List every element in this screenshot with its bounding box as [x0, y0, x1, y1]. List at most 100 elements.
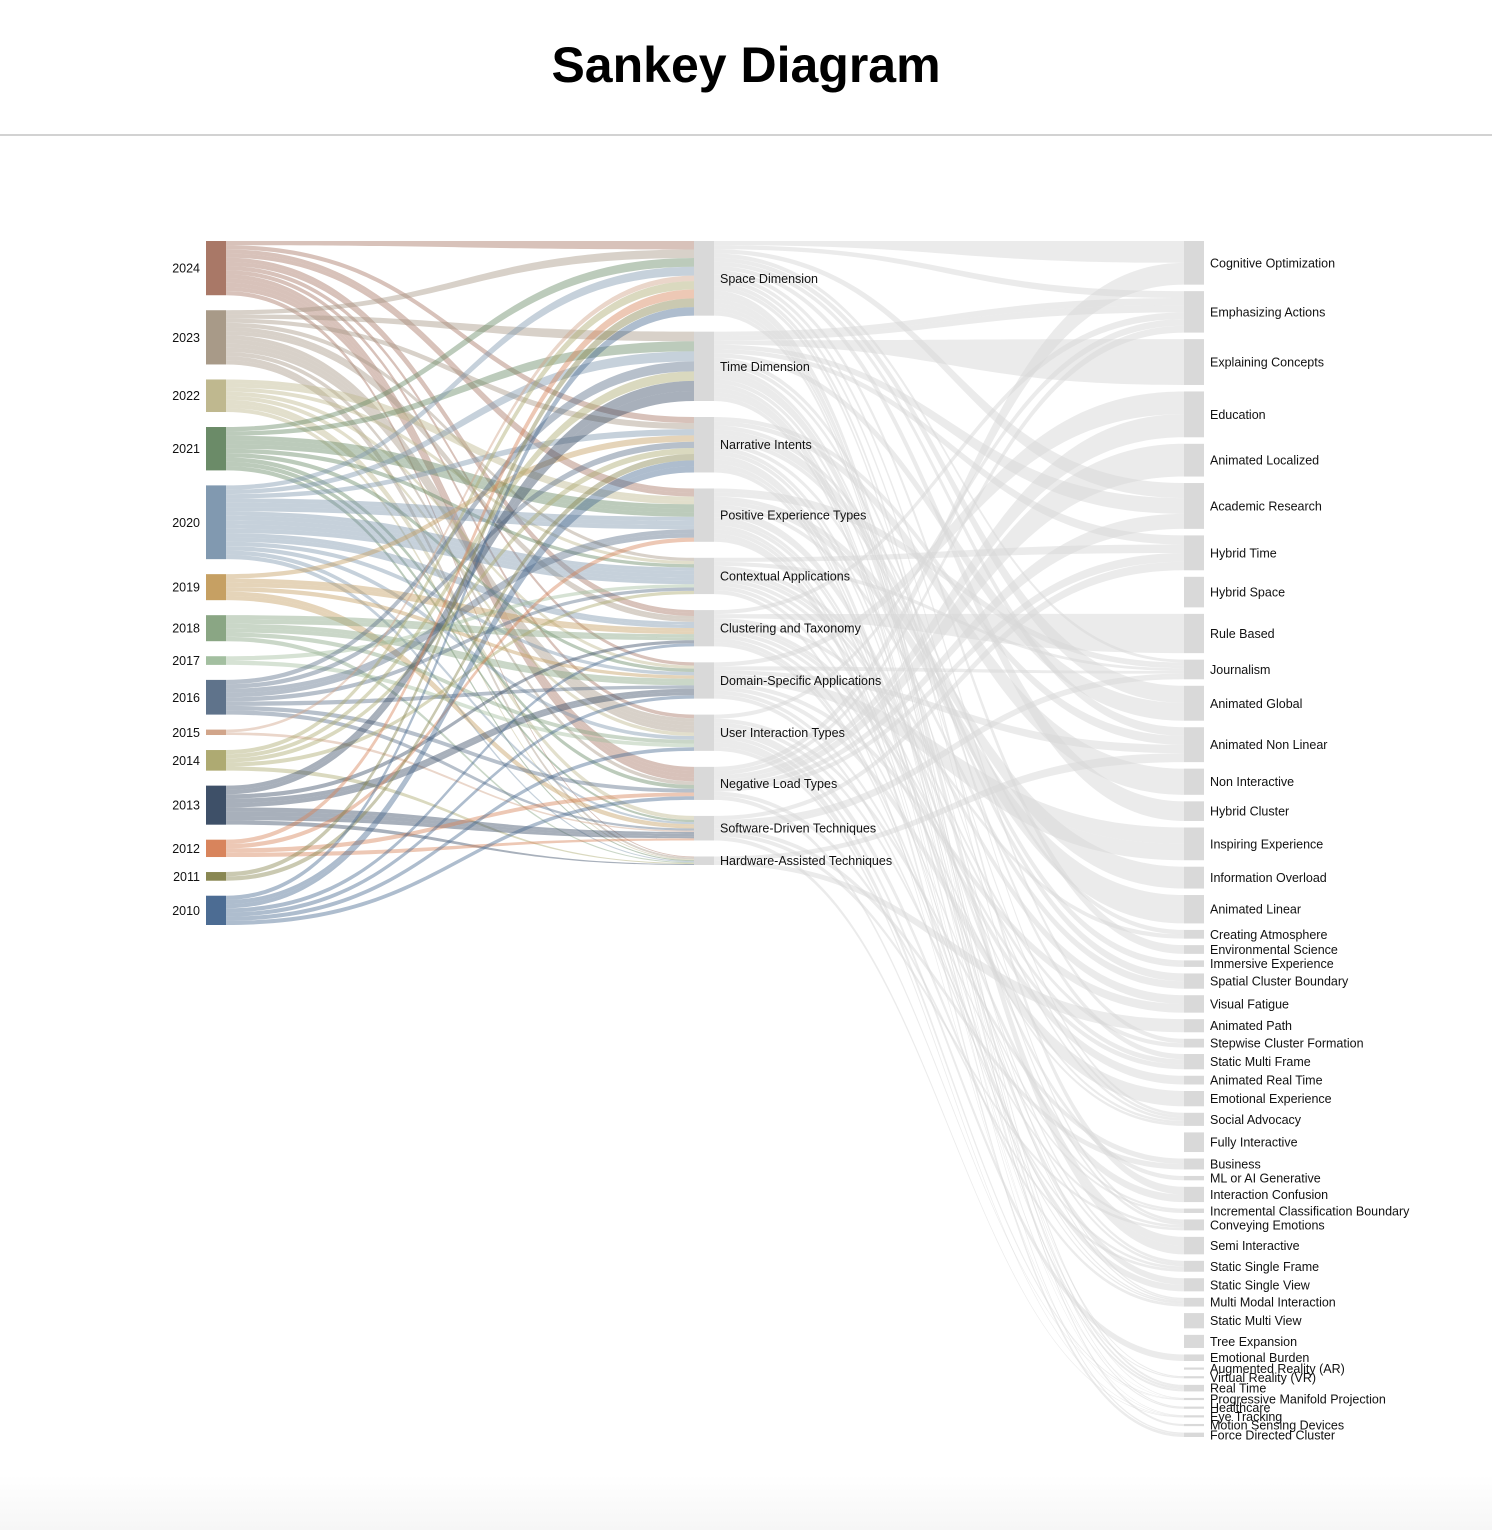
node-narrative-intents[interactable] — [694, 417, 714, 473]
node-negative-load-types[interactable] — [694, 766, 714, 800]
node-animated-non-linear[interactable] — [1184, 727, 1204, 763]
node-explaining-concepts[interactable] — [1184, 339, 1204, 385]
node-education[interactable] — [1184, 391, 1204, 438]
node-animated-linear[interactable] — [1184, 895, 1204, 924]
link-2013-to-software-driven-techniques — [226, 807, 694, 835]
node-social-advocacy[interactable] — [1184, 1112, 1204, 1126]
node-academic-research[interactable] — [1184, 483, 1204, 529]
node-tree-expansion[interactable] — [1184, 1334, 1204, 1348]
node-2024[interactable] — [206, 241, 226, 296]
node-force-directed-cluster[interactable] — [1184, 1432, 1204, 1437]
node-static-multi-frame[interactable] — [1184, 1054, 1204, 1070]
node-2011[interactable] — [206, 872, 226, 881]
node-animated-path[interactable] — [1184, 1019, 1204, 1033]
node-label-2022: 2022 — [172, 389, 200, 403]
node-emotional-experience[interactable] — [1184, 1091, 1204, 1107]
node-information-overload[interactable] — [1184, 866, 1204, 889]
node-eye-tracking[interactable] — [1184, 1415, 1204, 1418]
node-conveying-emotions[interactable] — [1184, 1219, 1204, 1231]
node-virtual-reality-vr[interactable] — [1184, 1376, 1204, 1379]
node-2022[interactable] — [206, 379, 226, 413]
node-hybrid-space[interactable] — [1184, 576, 1204, 608]
node-2015[interactable] — [206, 729, 226, 736]
link-space-dimension-to-animated-non-linear — [714, 261, 1184, 736]
node-2014[interactable] — [206, 750, 226, 771]
node-animated-localized[interactable] — [1184, 443, 1204, 477]
node-multi-modal-interaction[interactable] — [1184, 1297, 1204, 1307]
node-business[interactable] — [1184, 1158, 1204, 1170]
link-2013-to-hardware-assisted-techniques — [226, 820, 694, 865]
node-space-dimension[interactable] — [694, 241, 714, 316]
node-2023[interactable] — [206, 310, 226, 365]
node-emphasizing-actions[interactable] — [1184, 291, 1204, 333]
node-immersive-experience[interactable] — [1184, 960, 1204, 967]
node-ml-or-ai-generative[interactable] — [1184, 1175, 1204, 1181]
node-2019[interactable] — [206, 574, 226, 601]
node-animated-global[interactable] — [1184, 685, 1204, 721]
node-positive-experience-types[interactable] — [694, 488, 714, 542]
node-label-education: Education — [1210, 408, 1266, 422]
node-user-interaction-types[interactable] — [694, 714, 714, 751]
node-software-driven-techniques[interactable] — [694, 815, 714, 841]
node-healthcare[interactable] — [1184, 1406, 1204, 1409]
link-clustering-and-taxonomy-to-animated-real-time — [714, 626, 1184, 1085]
node-label-2019: 2019 — [172, 581, 200, 595]
node-stepwise-cluster-formation[interactable] — [1184, 1038, 1204, 1048]
node-static-single-view[interactable] — [1184, 1278, 1204, 1292]
node-incremental-classification-boundary[interactable] — [1184, 1208, 1204, 1213]
node-augmented-reality-ar[interactable] — [1184, 1367, 1204, 1370]
node-static-multi-view[interactable] — [1184, 1313, 1204, 1329]
link-positive-experience-types-to-spatial-cluster-boundary — [714, 504, 1184, 989]
node-environmental-science[interactable] — [1184, 945, 1204, 954]
node-rule-based[interactable] — [1184, 613, 1204, 654]
link-user-interaction-types-to-emotional-burden — [714, 734, 1184, 1361]
node-2013[interactable] — [206, 785, 226, 825]
link-2024-to-positive-experience-types — [226, 253, 694, 497]
node-real-time[interactable] — [1184, 1384, 1204, 1392]
node-fully-interactive[interactable] — [1184, 1132, 1204, 1153]
node-interaction-confusion[interactable] — [1184, 1186, 1204, 1203]
link-2019-to-narrative-intents — [226, 435, 694, 579]
links-level-2 — [714, 241, 1184, 1437]
node-2017[interactable] — [206, 656, 226, 665]
link-2021-to-hardware-assisted-techniques — [226, 466, 694, 862]
node-label-emphasizing-actions: Emphasizing Actions — [1210, 305, 1325, 319]
node-spatial-cluster-boundary[interactable] — [1184, 973, 1204, 989]
node-label-motion-sensing-devices: Motion Sensing Devices — [1210, 1419, 1344, 1433]
node-time-dimension[interactable] — [694, 331, 714, 401]
node-inspiring-experience[interactable] — [1184, 827, 1204, 861]
node-motion-sensing-devices[interactable] — [1184, 1423, 1204, 1427]
node-2016[interactable] — [206, 679, 226, 715]
node-2018[interactable] — [206, 615, 226, 642]
node-label-rule-based: Rule Based — [1210, 627, 1275, 641]
node-journalism[interactable] — [1184, 659, 1204, 680]
node-2010[interactable] — [206, 895, 226, 925]
node-creating-atmosphere[interactable] — [1184, 929, 1204, 939]
node-non-interactive[interactable] — [1184, 768, 1204, 795]
link-2024-to-hardware-assisted-techniques — [226, 291, 694, 858]
node-contextual-applications[interactable] — [694, 557, 714, 595]
link-2013-to-time-dimension — [226, 380, 694, 790]
node-label-static-multi-view: Static Multi View — [1210, 1314, 1302, 1328]
link-space-dimension-to-animated-global — [714, 257, 1184, 703]
node-2020[interactable] — [206, 485, 226, 560]
link-2020-to-positive-experience-types — [226, 507, 694, 530]
node-hybrid-cluster[interactable] — [1184, 801, 1204, 821]
link-2023-to-negative-load-types — [226, 351, 694, 785]
node-progressive-manifold-projection[interactable] — [1184, 1397, 1204, 1401]
node-semi-interactive[interactable] — [1184, 1236, 1204, 1255]
node-visual-fatigue[interactable] — [1184, 995, 1204, 1013]
node-domain-specific-applications[interactable] — [694, 662, 714, 699]
node-clustering-and-taxonomy[interactable] — [694, 610, 714, 647]
node-2012[interactable] — [206, 839, 226, 858]
node-static-single-frame[interactable] — [1184, 1260, 1204, 1272]
node-animated-real-time[interactable] — [1184, 1075, 1204, 1085]
node-2021[interactable] — [206, 427, 226, 471]
link-2021-to-positive-experience-types — [226, 440, 694, 513]
node-cognitive-optimization[interactable] — [1184, 241, 1204, 285]
link-negative-load-types-to-academic-research — [714, 513, 1184, 788]
node-hardware-assisted-techniques[interactable] — [694, 856, 714, 865]
node-hybrid-time[interactable] — [1184, 535, 1204, 571]
node-emotional-burden[interactable] — [1184, 1354, 1204, 1361]
link-2013-to-software-driven-techniques — [226, 811, 694, 837]
